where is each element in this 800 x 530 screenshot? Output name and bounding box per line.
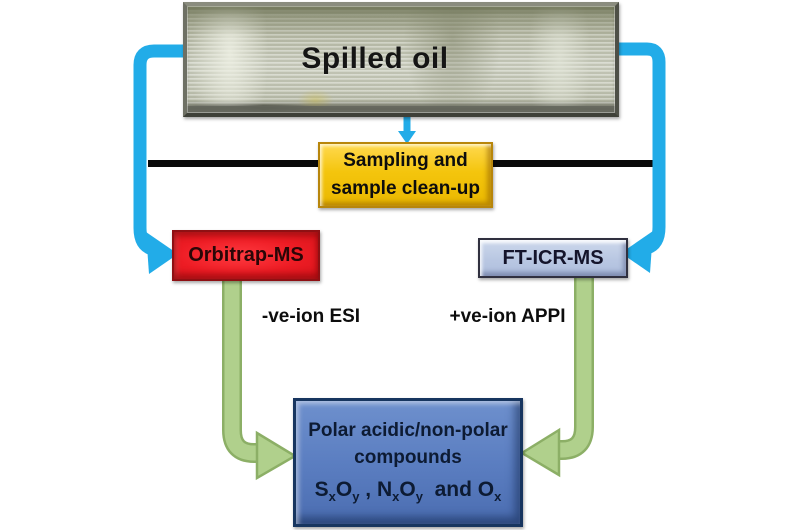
formula-part: Oy — [335, 478, 360, 505]
ft-icr-ms-label: FT-ICR-MS — [502, 246, 604, 269]
spilled-oil-photo: Spilled oil — [183, 2, 619, 117]
formula-part: and — [422, 478, 478, 502]
orbitrap-ms-label: Orbitrap-MS — [188, 244, 304, 266]
formula-part: Ox — [477, 478, 502, 505]
spilled-oil-label: Spilled oil — [301, 42, 449, 75]
sampling-line1: Sampling and — [343, 150, 468, 172]
sampling-box: Sampling and sample clean-up — [318, 142, 493, 208]
esi-ionization-label: -ve-ion ESI — [261, 306, 361, 327]
left-bracket-arrow-icon — [133, 44, 186, 274]
result-line1: Polar acidic/non-polar — [308, 420, 508, 442]
orbitrap-ms-box: Orbitrap-MS — [172, 230, 320, 281]
formula-part: , — [359, 478, 377, 502]
right-bracket-arrow-icon — [616, 42, 666, 273]
formula-part: Sx — [314, 478, 336, 505]
result-compounds-box: Polar acidic/non-polar compounds SxOy , … — [293, 398, 523, 527]
left-green-arrow-icon — [222, 279, 298, 481]
ft-icr-ms-box: FT-ICR-MS — [478, 238, 628, 278]
formula-part: Nx — [376, 478, 400, 505]
right-green-arrow-icon — [519, 276, 594, 478]
result-line2: compounds — [354, 446, 462, 468]
appi-ionization-label: +ve-ion APPI — [449, 306, 566, 327]
result-formula: SxOy , NxOy and Ox — [315, 475, 502, 506]
sampling-line2: sample clean-up — [331, 178, 480, 199]
down-arrow-icon — [398, 116, 416, 144]
formula-part: Oy — [399, 478, 423, 505]
